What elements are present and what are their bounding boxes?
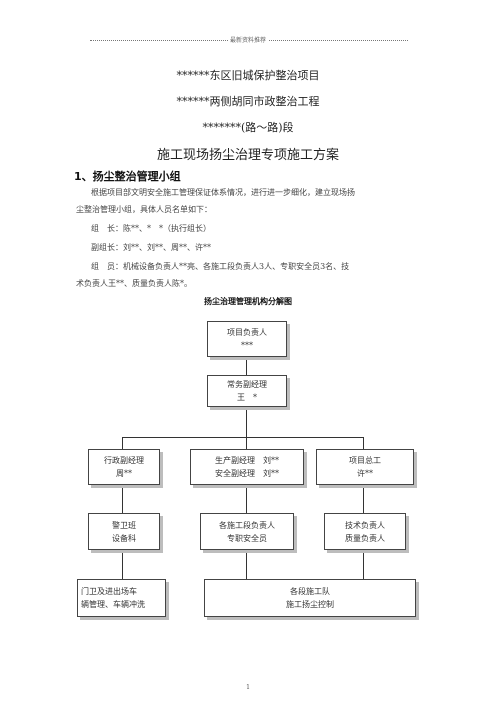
box-admin-deputy: 行政副经理 周**: [88, 449, 160, 485]
connector-line: [122, 549, 123, 579]
box-gate-vehicle-management: 门卫及进出场车 辆管理、车辆冲洗: [77, 579, 166, 617]
box-line: 技术负责人: [345, 520, 385, 530]
connector-line: [246, 484, 247, 513]
box-line: 许**: [357, 469, 373, 478]
connector-line: [122, 437, 364, 438]
box-line: 常务副经理: [227, 380, 267, 389]
header-note: 最新资料推荐: [227, 37, 268, 44]
box-construction-teams: 各段施工队 施工扬尘控制: [204, 579, 416, 617]
box-line: 警卫班: [112, 520, 136, 530]
box-chief-engineer: 项目总工 许**: [316, 449, 414, 485]
box-exec-deputy: 常务副经理 王 *: [207, 375, 287, 407]
group-deputy: 副组长：刘**、刘**、周**、许**: [91, 243, 211, 252]
project-title-line3: *******(路～路)段: [202, 121, 294, 134]
connector-line: [246, 356, 247, 375]
connector-line: [363, 549, 364, 579]
box-line: 项目总工: [349, 456, 381, 465]
connector-line: [122, 484, 123, 513]
project-title-line2: ******两侧胡同市政整治工程: [176, 95, 320, 108]
intro-line2: 尘整治管理小组，具体人员名单如下：: [76, 205, 212, 214]
box-tech-quality: 技术负责人 质量负责人: [324, 513, 406, 550]
box-line: 周**: [116, 469, 132, 478]
box-line: ***: [241, 341, 253, 350]
box-line: 各施工段负责人: [219, 520, 275, 530]
box-line: 项目负责人: [227, 328, 267, 337]
box-line: 行政副经理: [104, 456, 144, 465]
box-section-heads: 各施工段负责人 专职安全员: [200, 513, 294, 550]
box-line: 门卫及进出场车: [81, 587, 137, 596]
box-line: 安全副经理 刘**: [215, 469, 279, 478]
box-production-safety-deputies: 生产副经理 刘** 安全副经理 刘**: [190, 449, 304, 485]
box-line: 施工扬尘控制: [286, 600, 334, 609]
group-leader: 组 长：陈**、* *（执行组长）: [91, 224, 211, 233]
box-project-manager: 项目负责人 ***: [207, 321, 287, 357]
box-line: 设备科: [112, 533, 136, 543]
project-title-line1: ******东区旧城保护整治项目: [176, 69, 320, 82]
document-title: 施工现场扬尘治理专项施工方案: [156, 148, 339, 163]
box-line: 生产副经理 刘**: [215, 456, 279, 465]
intro-line1: 根据项目部文明安全施工管理保证体系情况，进行进一步细化，建立现场扬: [91, 188, 355, 197]
connector-line: [246, 405, 247, 449]
page-number: 1: [246, 684, 250, 691]
box-line: 各段施工队: [290, 587, 330, 596]
connector-line: [122, 437, 123, 449]
connector-line: [246, 549, 247, 579]
connector-line: [363, 484, 364, 513]
box-line: 专职安全员: [227, 533, 267, 543]
group-members-line1: 组 员：机械设备负责人**亮、各施工段负责人3人、专职安全员3名、技: [91, 262, 350, 271]
org-chart-title: 扬尘治理管理机构分解图: [204, 297, 292, 306]
connector-line: [363, 437, 364, 449]
group-members-line2: 术负责人王**、质量负责人陈*。: [76, 279, 192, 288]
box-line: 辆管理、车辆冲洗: [81, 600, 145, 609]
section-heading: 1、扬尘整治管理小组: [74, 170, 181, 183]
box-guard-equipment: 警卫班 设备科: [88, 513, 160, 550]
box-line: 王 *: [237, 393, 257, 402]
box-line: 质量负责人: [345, 533, 385, 543]
